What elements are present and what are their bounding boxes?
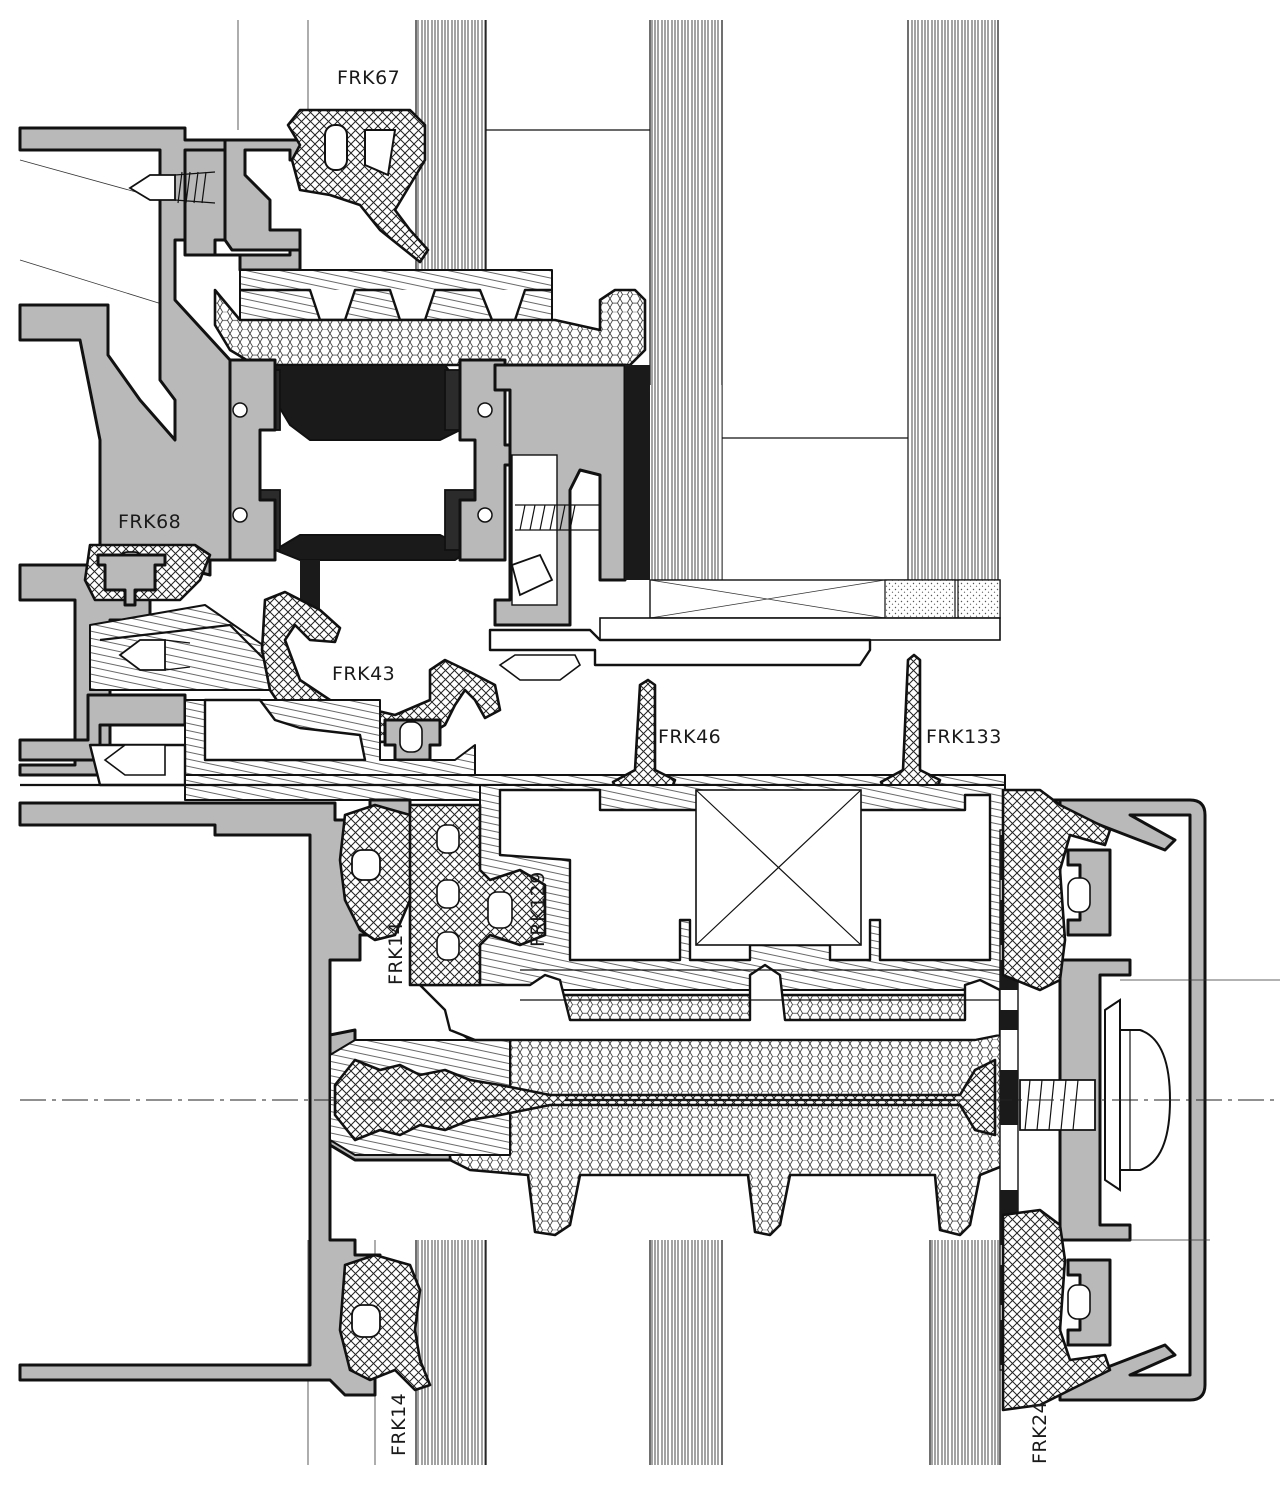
gasket-frk24-top — [1001, 788, 1112, 992]
gasket-frk14-top — [338, 803, 427, 942]
gasket-frk68 — [83, 543, 212, 607]
label-frk67: FRK67 — [337, 67, 400, 89]
mullion-cavity — [418, 784, 1006, 1042]
fin-frk133 — [879, 653, 942, 794]
gasket-frk67 — [286, 108, 430, 264]
label-frk129: FRK129 — [527, 871, 549, 947]
glazing-lower — [415, 1240, 1001, 1465]
label-frk46: FRK46 — [658, 726, 721, 748]
glazing-upper — [415, 20, 1001, 641]
label-frk24: FRK24 — [1029, 1401, 1051, 1464]
thermal-break — [228, 358, 542, 630]
label-frk133: FRK133 — [926, 726, 1002, 748]
gasket-frk14-bottom — [338, 1253, 432, 1392]
gasket-frk129 — [408, 803, 547, 987]
glazing-bead-upper — [213, 269, 647, 367]
gasket-frk24-bottom — [1001, 1208, 1112, 1412]
label-frk14-top: FRK14 — [385, 922, 407, 985]
label-frk68: FRK68 — [118, 511, 181, 533]
glazing-channel — [493, 363, 650, 627]
label-frk14-bottom: FRK14 — [388, 1393, 410, 1456]
screw-upper — [128, 171, 216, 204]
label-frk43: FRK43 — [332, 663, 395, 685]
